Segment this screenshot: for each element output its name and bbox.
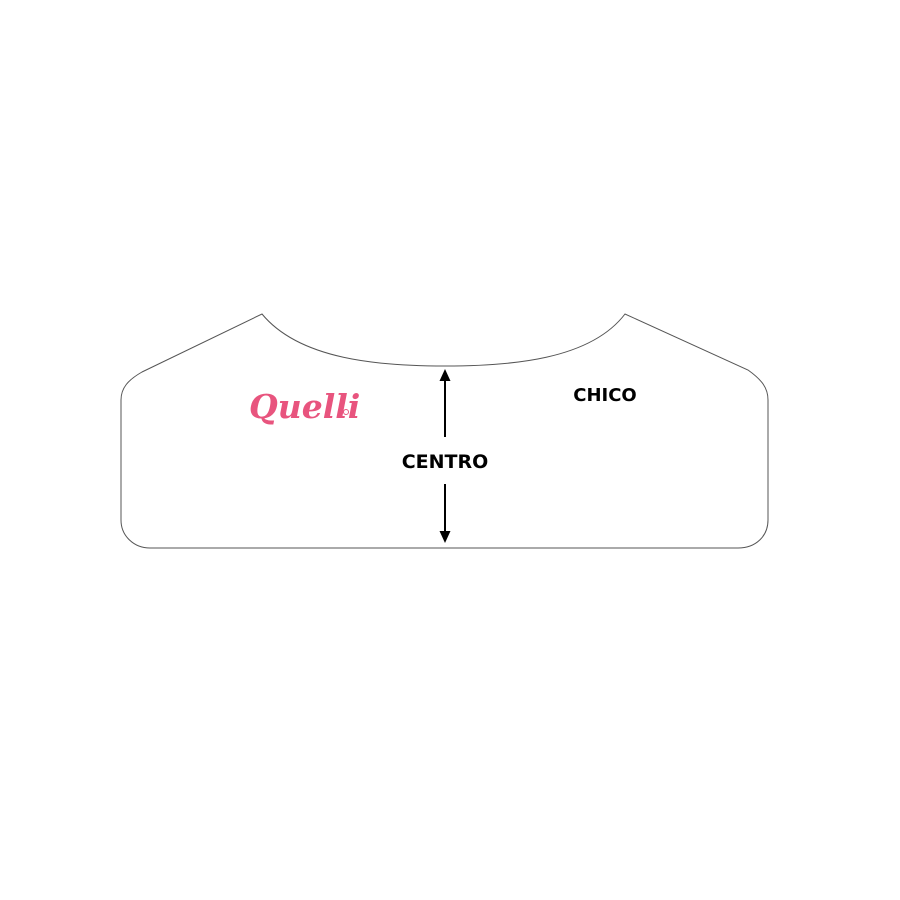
size-label: CHICO [573, 385, 636, 406]
arrow-up-icon [439, 369, 451, 437]
brand-logo: Quelli [249, 387, 360, 426]
arrow-down-icon [439, 484, 451, 543]
registered-mark-icon [343, 409, 349, 415]
svg-text:Quelli: Quelli [249, 387, 360, 426]
center-label: CENTRO [402, 451, 489, 473]
